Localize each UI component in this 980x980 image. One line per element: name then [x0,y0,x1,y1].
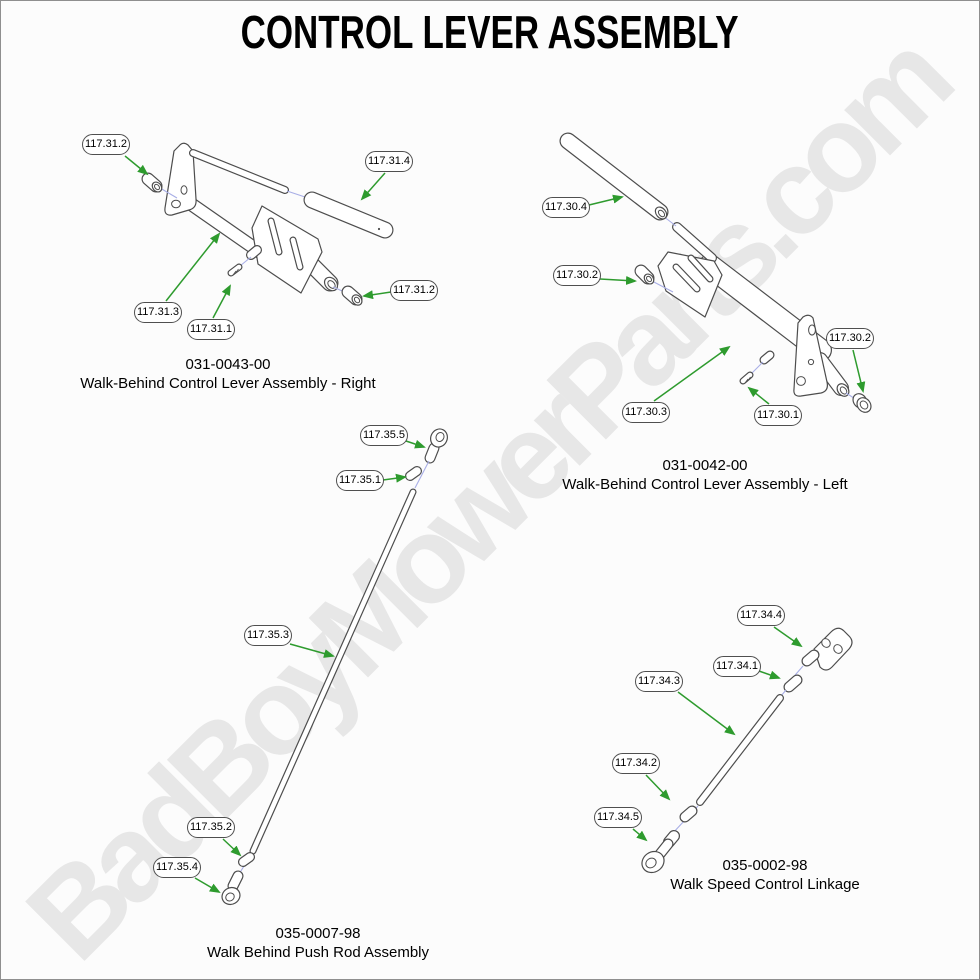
lever-arm-tube [184,197,267,259]
grip-handle [303,191,394,239]
lever-bracket [246,205,323,294]
callout-left-1[interactable]: 117.30.4 [542,197,590,218]
callout-left-3[interactable]: 117.30.3 [622,402,670,423]
part-name: Walk Speed Control Linkage [670,876,860,893]
bushing [332,285,363,306]
set-screw [739,350,775,385]
jam-nut [679,805,698,823]
caption-right-control-lever: 031-0043-00 Walk-Behind Control Lever As… [28,355,428,393]
part-number: 035-0002-98 [722,857,808,874]
lever-bracket [657,251,723,318]
drawing-push-rod [221,428,448,906]
callout-left-2[interactable]: 117.30.2 [553,265,601,286]
callout-right-1[interactable]: 117.31.2 [82,134,130,155]
rod-end-ball-joint [221,870,244,906]
mount-plate [164,142,197,216]
set-screw [227,256,252,277]
callout-right-4[interactable]: 117.31.1 [187,319,235,340]
mount-plate [793,314,828,397]
callout-pushrod-5[interactable]: 117.35.4 [153,857,201,878]
lever-rod [672,222,717,263]
part-name: Walk-Behind Control Lever Assembly - Rig… [80,375,376,392]
drawing-walk-speed-linkage [641,627,853,874]
linkage-rod [696,694,784,806]
caption-walk-speed-linkage: 035-0002-98 Walk Speed Control Linkage [565,856,965,894]
drawing-left-control-lever [559,132,872,413]
callout-linkage-4[interactable]: 117.34.2 [612,753,660,774]
caption-left-control-lever: 031-0042-00 Walk-Behind Control Lever As… [505,456,905,494]
rod-end-ball-joint [641,830,680,874]
lever-rod [189,149,289,194]
clevis-yoke [801,627,853,671]
jam-nut [783,674,803,693]
callout-pushrod-4[interactable]: 117.35.2 [187,817,235,838]
callout-right-3[interactable]: 117.31.3 [134,302,182,323]
callout-left-4[interactable]: 117.30.1 [754,405,802,426]
jam-nut [405,466,422,481]
callout-linkage-5[interactable]: 117.34.5 [594,807,642,828]
callout-arrows [124,155,866,894]
callout-left-5[interactable]: 117.30.2 [826,328,874,349]
part-number: 031-0043-00 [185,356,271,373]
part-number: 035-0007-98 [275,925,361,942]
push-rod [249,488,417,855]
drawing-right-control-lever [141,142,394,306]
callout-linkage-1[interactable]: 117.34.4 [737,605,785,626]
rod-end-ball-joint [424,428,448,464]
bushing [845,392,872,413]
grip-handle [559,132,677,227]
jam-nut [238,852,255,867]
caption-push-rod: 035-0007-98 Walk Behind Push Rod Assembl… [118,924,518,962]
page-title-text: CONTROL LEVER ASSEMBLY [241,6,739,58]
callout-pushrod-3[interactable]: 117.35.3 [244,625,292,646]
callout-pushrod-2[interactable]: 117.35.1 [336,470,384,491]
bushing [141,172,178,199]
bushing [634,264,674,293]
callout-linkage-2[interactable]: 117.34.1 [713,656,761,677]
part-number: 031-0042-00 [662,457,748,474]
page-title: CONTROL LEVER ASSEMBLY [0,8,980,56]
callout-pushrod-1[interactable]: 117.35.5 [360,425,408,446]
callout-right-2[interactable]: 117.31.4 [365,151,413,172]
part-name: Walk Behind Push Rod Assembly [206,944,430,961]
part-name: Walk-Behind Control Lever Assembly - Lef… [562,476,848,493]
callout-right-5[interactable]: 117.31.2 [390,280,438,301]
callout-linkage-3[interactable]: 117.34.3 [635,671,683,692]
